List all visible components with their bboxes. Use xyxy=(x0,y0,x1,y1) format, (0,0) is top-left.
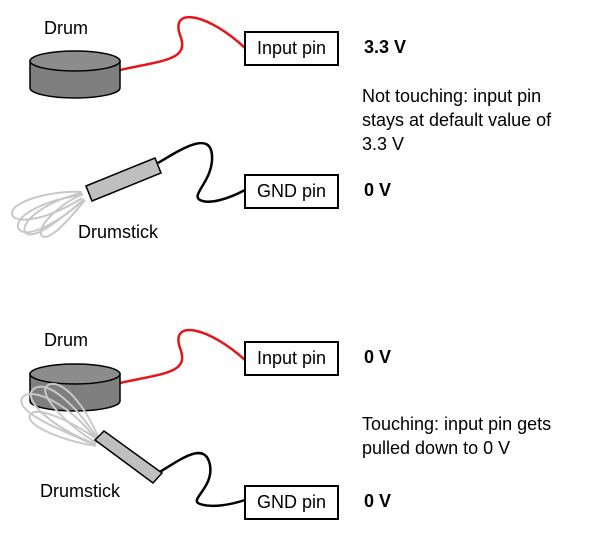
input-pin-voltage: 3.3 V xyxy=(364,37,407,57)
input-pin-box: Input pin xyxy=(244,341,339,376)
drumstick-icon xyxy=(20,382,164,485)
state-note: Not touching: input pin stays at default… xyxy=(362,84,551,156)
note-line: stays at default value of xyxy=(362,110,552,130)
drumstick-icon xyxy=(11,157,162,238)
drumstick-label: Drumstick xyxy=(78,222,158,242)
gnd-pin-voltage: 0 V xyxy=(364,180,392,200)
input-pin-label: Input pin xyxy=(256,38,327,58)
gnd-pin-box: GND pin xyxy=(244,485,339,520)
gnd-pin-box: GND pin xyxy=(244,174,339,209)
gnd-pin-voltage: 0 V xyxy=(364,491,392,511)
note-line: 3.3 V xyxy=(362,134,405,154)
ground-wire xyxy=(157,141,246,203)
input-pin-label: Input pin xyxy=(256,348,327,368)
ground-wire xyxy=(157,451,246,508)
signal-wire xyxy=(119,328,246,385)
note-line: Touching: input pin gets xyxy=(362,414,552,434)
drum-icon xyxy=(29,50,121,99)
input-pin-voltage: 0 V xyxy=(364,347,392,367)
state-note: Touching: input pin gets pulled down to … xyxy=(362,412,551,460)
signal-wire xyxy=(119,16,246,72)
drum-label: Drum xyxy=(44,330,88,350)
input-pin-box: Input pin xyxy=(244,31,339,66)
gnd-pin-label: GND pin xyxy=(256,492,327,512)
drumstick-label: Drumstick xyxy=(40,481,120,501)
drum-label: Drum xyxy=(44,18,88,38)
note-line: Not touching: input pin xyxy=(362,86,542,106)
gnd-pin-label: GND pin xyxy=(256,181,327,201)
note-line: pulled down to 0 V xyxy=(362,438,511,458)
